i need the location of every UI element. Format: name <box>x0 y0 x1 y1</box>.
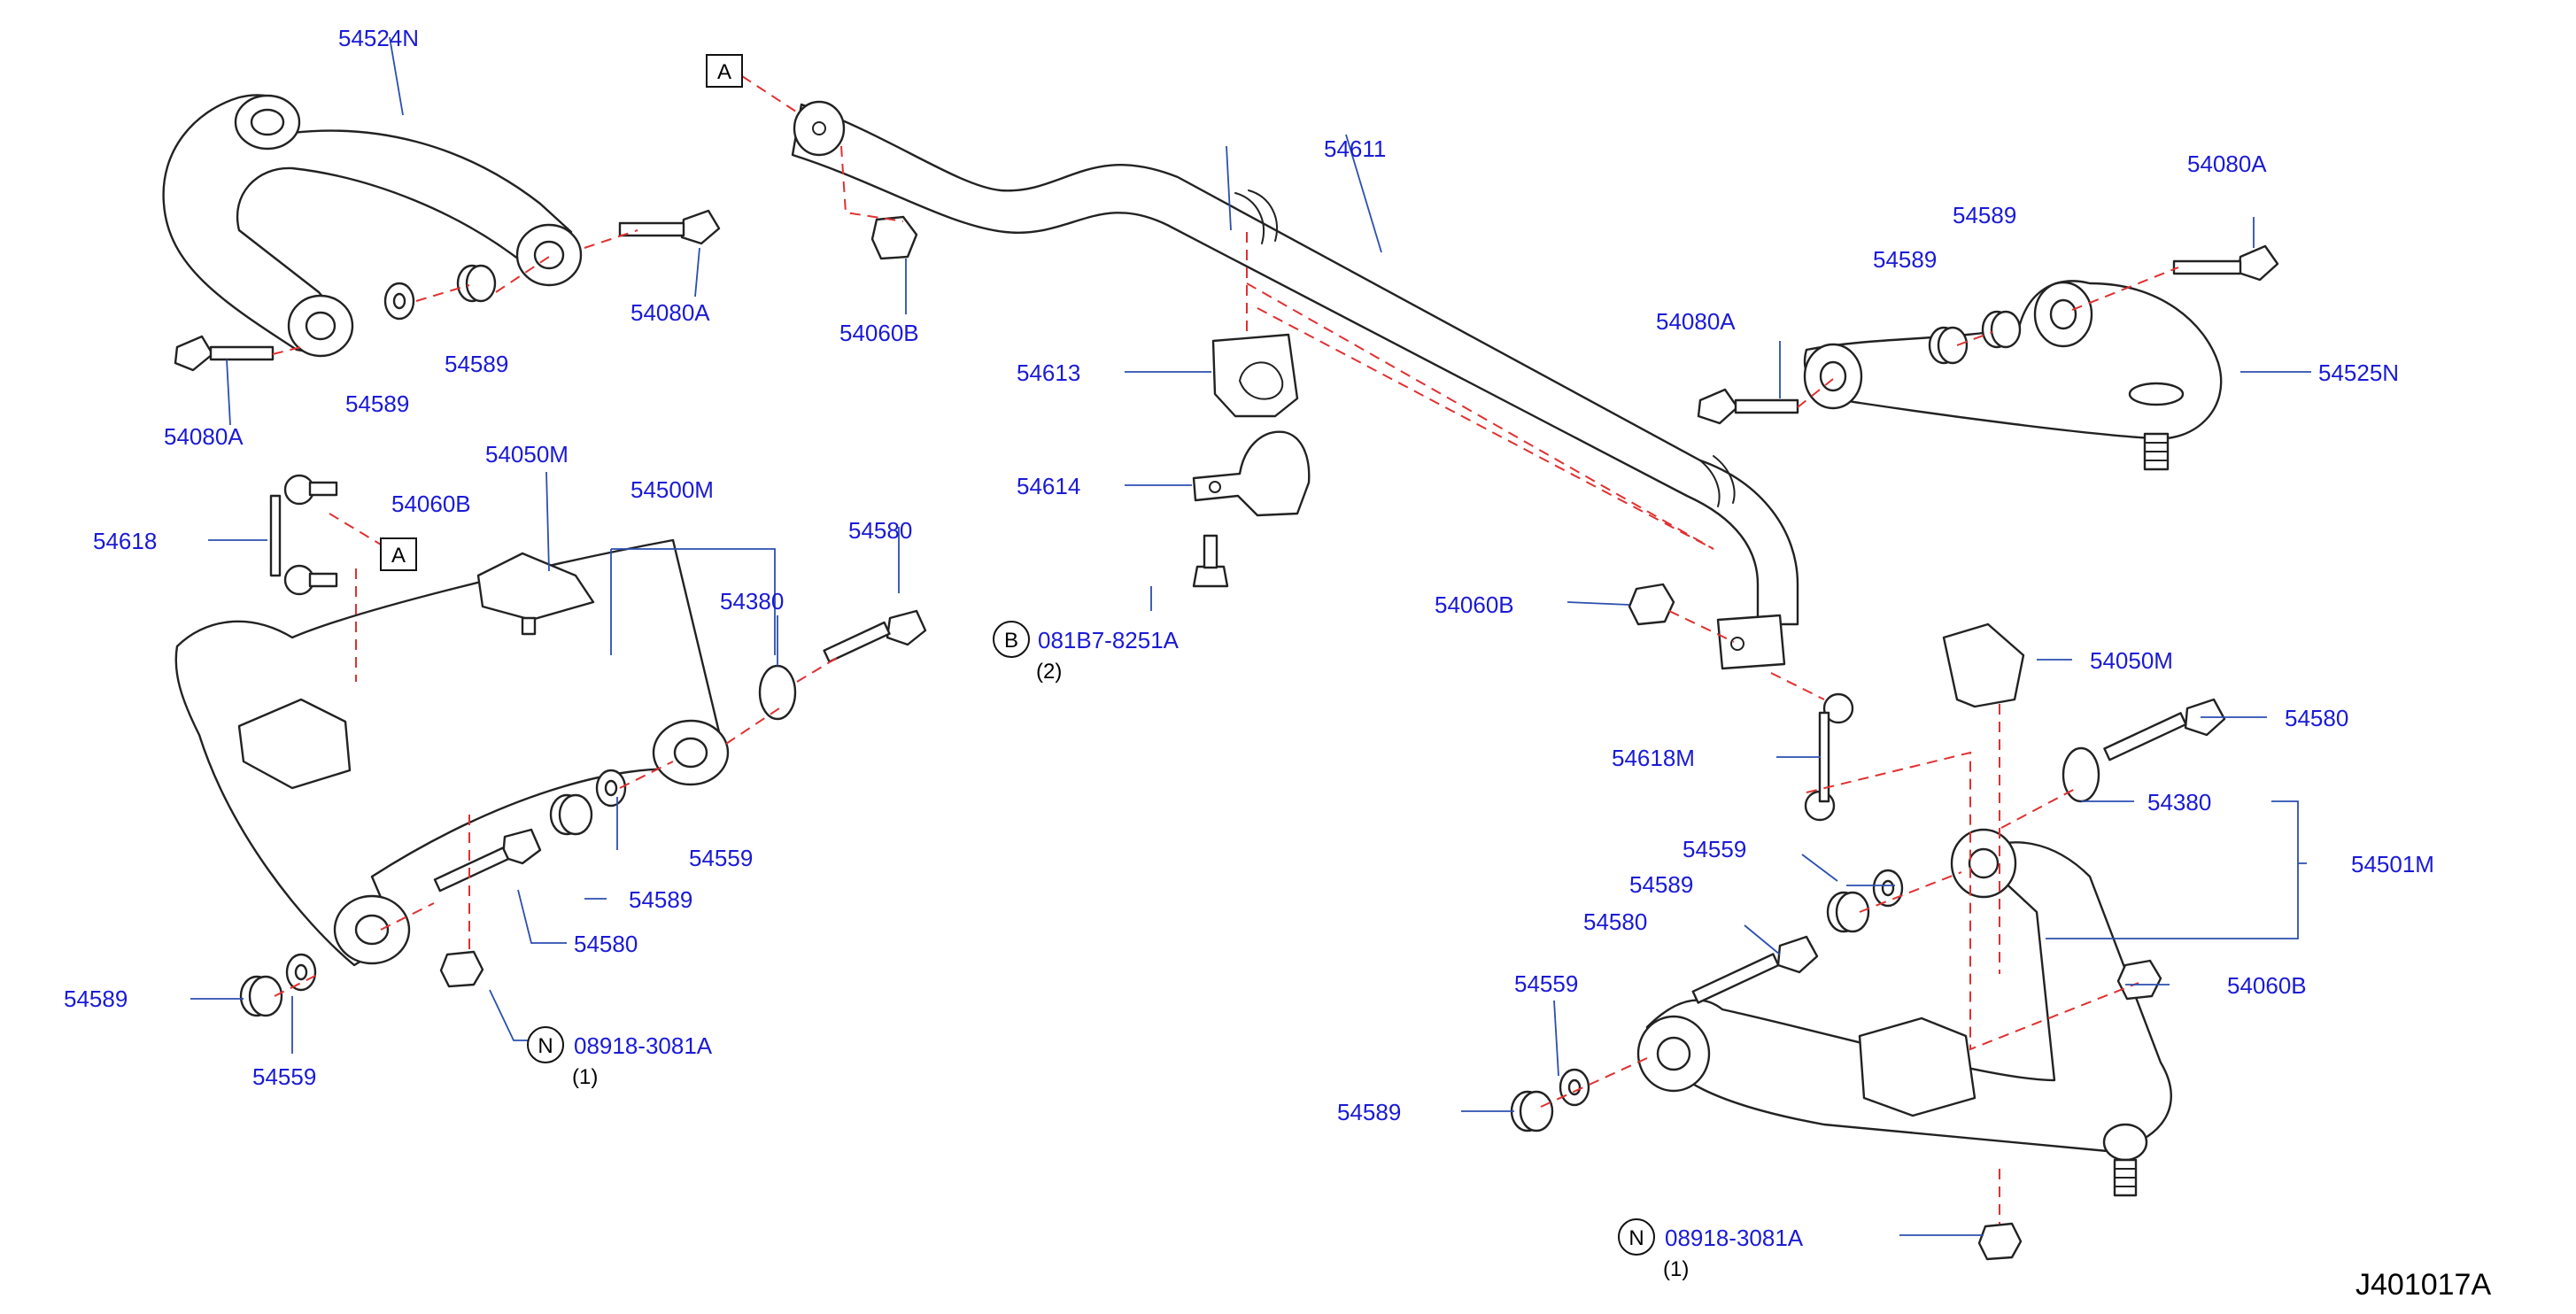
label-54080a-2[interactable]: 54080A <box>630 299 710 326</box>
label-nut-n-right[interactable]: 08918-3081A <box>1665 1225 1804 1251</box>
nut-n-right[interactable] <box>1977 1222 2023 1261</box>
ref-box-a-left: A <box>380 537 417 571</box>
upper-link-right[interactable] <box>1803 280 2223 471</box>
label-54589-2[interactable]: 54589 <box>445 351 508 377</box>
label-54060b-4[interactable]: 54060B <box>2227 972 2307 999</box>
label-54580-1[interactable]: 54580 <box>848 517 912 544</box>
ref-box-a-top: A <box>706 54 743 88</box>
stabilizer-bushing[interactable] <box>1211 333 1299 418</box>
nut-upper-right-2[interactable] <box>1981 310 2022 349</box>
nut-n-left[interactable] <box>439 950 484 988</box>
nut-lower-left-1[interactable] <box>549 793 593 836</box>
label-54559-1[interactable]: 54559 <box>689 845 753 871</box>
assembly-lines <box>272 75 2179 1224</box>
label-54380-1[interactable]: 54380 <box>720 588 784 614</box>
ref-circle-n-right: N <box>1618 1218 1655 1256</box>
label-54589-6[interactable]: 54589 <box>64 985 128 1012</box>
flange-nut-1[interactable] <box>870 215 918 260</box>
label-54050m-1[interactable]: 54050M <box>485 441 569 468</box>
washer-lower-right-1[interactable] <box>1872 869 1904 908</box>
label-54050m-2[interactable]: 54050M <box>2090 647 2173 674</box>
bolt-54080a-3[interactable] <box>1697 388 1799 425</box>
stabilizer-link-left[interactable] <box>269 474 338 596</box>
label-54580-4[interactable]: 54580 <box>1583 908 1647 935</box>
nut-upper-left-1[interactable] <box>456 264 497 303</box>
svg-text:B: B <box>1004 629 1018 653</box>
label-nut-n-left-qty: (1) <box>572 1065 598 1089</box>
label-54080a-1[interactable]: 54080A <box>164 423 244 450</box>
stabilizer-link-right[interactable] <box>1804 692 1854 822</box>
bolt-54580-3[interactable] <box>2103 698 2226 761</box>
label-54060b-3[interactable]: 54060B <box>1435 591 1514 618</box>
cam-plate-left[interactable] <box>758 664 797 721</box>
bolt-54080a-1[interactable] <box>174 335 275 372</box>
washer-upper-left[interactable] <box>383 282 415 321</box>
label-54589-8[interactable]: 54589 <box>1337 1099 1401 1125</box>
washer-lower-left-1[interactable] <box>595 769 627 808</box>
label-54559-2[interactable]: 54559 <box>252 1063 316 1090</box>
label-54613[interactable]: 54613 <box>1017 359 1080 386</box>
label-bolt-b[interactable]: 081B7-8251A <box>1038 627 1180 653</box>
bump-stopper-right[interactable] <box>1942 622 2025 708</box>
svg-text:N: N <box>538 1034 553 1058</box>
label-54589-5[interactable]: 54589 <box>629 886 692 913</box>
ref-circle-b: B <box>993 621 1030 658</box>
nut-upper-right-1[interactable] <box>1928 326 1969 365</box>
diagram-code: J401017A <box>2356 1268 2491 1302</box>
label-54060b-2[interactable]: 54060B <box>391 491 471 517</box>
nut-lower-right-2[interactable] <box>1510 1090 1554 1132</box>
label-54589-3[interactable]: 54589 <box>1953 202 2016 228</box>
label-54080a-3[interactable]: 54080A <box>1656 308 1736 335</box>
ref-circle-n-left: N <box>527 1026 564 1063</box>
label-bolt-b-qty: (2) <box>1036 660 1062 684</box>
label-54589-7[interactable]: 54589 <box>1629 871 1693 898</box>
lower-link-left[interactable] <box>174 538 730 967</box>
label-54618[interactable]: 54618 <box>93 528 157 554</box>
bolt-54580-2[interactable] <box>433 828 542 893</box>
leader-lines <box>190 36 2311 1236</box>
svg-text:A: A <box>717 60 731 84</box>
label-54614[interactable]: 54614 <box>1017 473 1080 499</box>
upper-link-left[interactable] <box>162 94 583 358</box>
label-54501m[interactable]: 54501M <box>2351 851 2434 877</box>
label-nut-n-right-qty: (1) <box>1663 1257 1689 1281</box>
label-54524n[interactable]: 54524N <box>338 25 419 51</box>
flange-nut-3[interactable] <box>2116 959 2162 1001</box>
cam-plate-right[interactable] <box>2062 746 2100 803</box>
bolt-54580-4[interactable] <box>1691 935 1819 1004</box>
label-54080a-4[interactable]: 54080A <box>2187 151 2267 177</box>
flange-nut-2[interactable] <box>1628 583 1675 626</box>
stabilizer-bar[interactable] <box>791 100 1799 670</box>
label-54060b-1[interactable]: 54060B <box>839 320 919 346</box>
svg-text:A: A <box>391 544 406 568</box>
label-54618m[interactable]: 54618M <box>1612 745 1695 771</box>
label-54559-3[interactable]: 54559 <box>1683 836 1746 862</box>
bolt-54080a-2[interactable] <box>618 209 721 245</box>
label-nut-n-left[interactable]: 08918-3081A <box>574 1032 713 1059</box>
label-54380-2[interactable]: 54380 <box>2147 789 2211 815</box>
label-54580-2[interactable]: 54580 <box>574 931 638 957</box>
nut-lower-left-2[interactable] <box>239 975 283 1017</box>
label-54525n[interactable]: 54525N <box>2318 359 2399 386</box>
washer-lower-right-2[interactable] <box>1559 1068 1590 1107</box>
label-54559-4[interactable]: 54559 <box>1514 970 1578 997</box>
lower-link-right[interactable] <box>1636 828 2172 1197</box>
bolt-54580-1[interactable] <box>823 609 927 663</box>
label-54589-4[interactable]: 54589 <box>1873 246 1937 273</box>
label-54580-3[interactable]: 54580 <box>2285 705 2348 731</box>
nut-lower-right-1[interactable] <box>1826 891 1870 933</box>
bump-stopper-left[interactable] <box>476 552 595 636</box>
washer-lower-left-2[interactable] <box>285 953 317 992</box>
label-54500m[interactable]: 54500M <box>630 476 714 503</box>
svg-text:N: N <box>1628 1226 1644 1250</box>
label-54611[interactable]: 54611 <box>1324 135 1386 162</box>
label-54589-1[interactable]: 54589 <box>345 390 409 417</box>
bracket-bolt[interactable] <box>1192 534 1229 588</box>
stabilizer-bracket[interactable] <box>1192 430 1311 517</box>
bolt-54080a-4[interactable] <box>2172 244 2279 282</box>
